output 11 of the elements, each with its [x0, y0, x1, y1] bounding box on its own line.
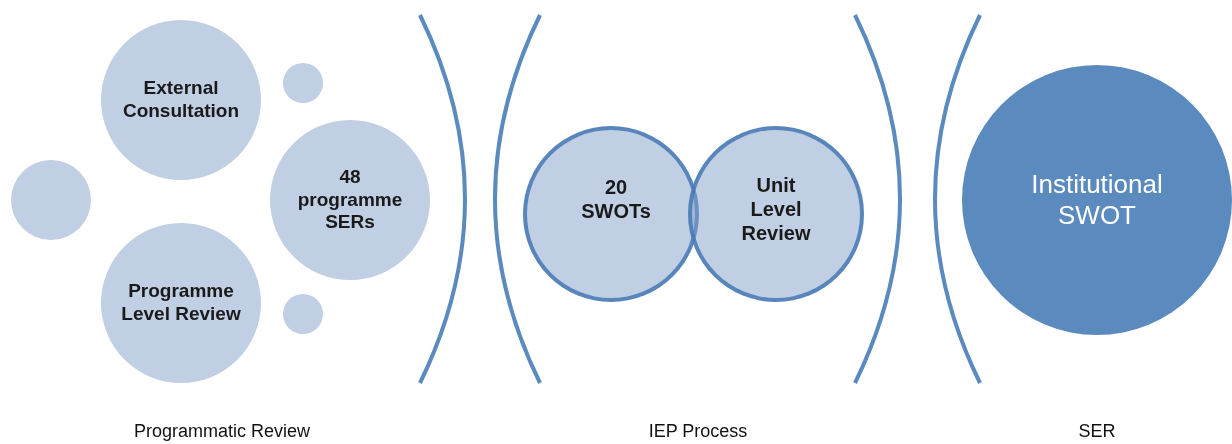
circle-label: Programme Level Review	[120, 280, 242, 326]
empty-circle	[283, 63, 323, 103]
circle-label: 48 programme SERs	[296, 165, 404, 235]
section-label: SER	[1078, 421, 1116, 442]
section-label: IEP Process	[648, 421, 748, 442]
circle-label: External Consultation	[121, 77, 241, 123]
circle-label: 20 SWOTs	[580, 175, 652, 223]
empty-circle	[283, 294, 323, 334]
circle-label: Institutional SWOT	[1030, 168, 1164, 232]
section-label: Programmatic Review	[134, 421, 310, 442]
circle-label: Unit Level Review	[740, 173, 812, 245]
